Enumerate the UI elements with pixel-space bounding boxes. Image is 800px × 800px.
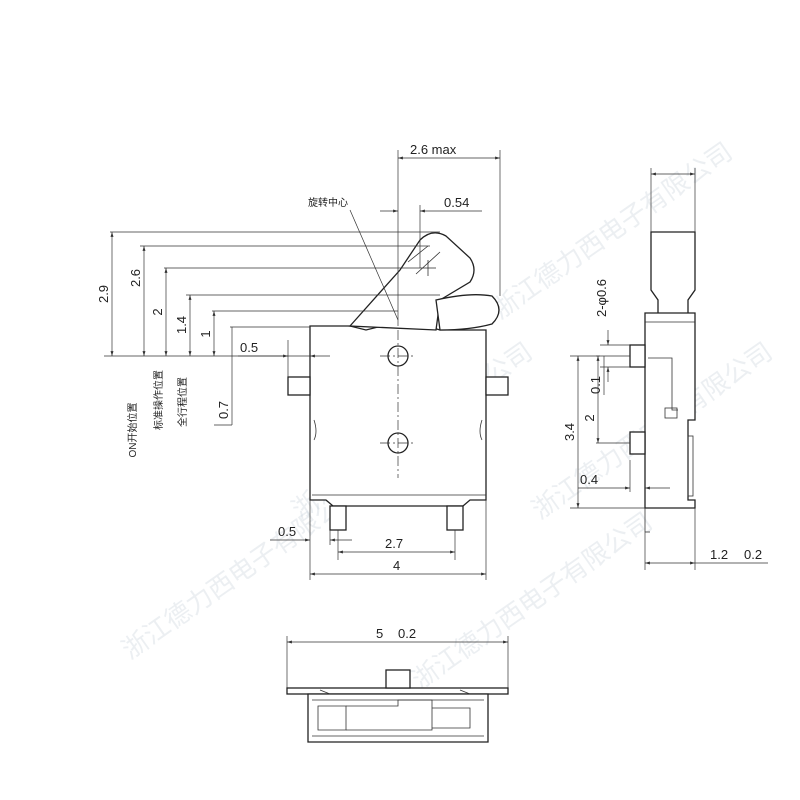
- side-view: 2-φ0.6 0.1 2 3.4 0.4 1.2 0.2: [562, 168, 768, 570]
- dim-hole: 2-φ0.6: [594, 279, 609, 317]
- label-on-start: ON开始位置: [126, 403, 139, 458]
- bottom-view: 5 0.2: [286, 626, 509, 743]
- base-plate: [286, 687, 509, 695]
- dim-height-on: 2.9: [96, 285, 111, 303]
- dim-bottom-width: 5: [376, 626, 383, 641]
- side-stem: [650, 231, 696, 321]
- svg-text:浙江德力西电子有限公司: 浙江德力西电子有限公司: [407, 507, 658, 696]
- dim-gap-2: 2: [582, 414, 597, 421]
- dim-height-std: 2.6: [128, 269, 143, 287]
- dim-pin-pitch: 2.7: [385, 536, 403, 551]
- dim-bottom-tol: 0.2: [398, 626, 416, 641]
- dim-height-3-4: 3.4: [562, 423, 577, 441]
- svg-text:浙江德力西电子有限公司: 浙江德力西电子有限公司: [487, 137, 738, 326]
- dim-height-1: 1: [198, 330, 213, 337]
- dim-gap-0-1: 0.1: [588, 376, 603, 394]
- actuator-tip: [435, 294, 500, 331]
- pin-right: [446, 505, 464, 531]
- dim-height-1-4: 1.4: [174, 316, 189, 334]
- dim-pivot-offset: 0.54: [444, 195, 469, 210]
- dim-height-full: 2: [150, 308, 165, 315]
- dim-thickness: 1.2: [710, 547, 728, 562]
- dim-offset-0-5: 0.5: [240, 340, 258, 355]
- dim-offset-0-4: 0.4: [580, 472, 598, 487]
- dim-thickness-tol: 0.2: [744, 547, 762, 562]
- dim-top-width: 2.6 max: [410, 142, 457, 157]
- left-tab: [287, 376, 311, 396]
- dim-offset-0-7: 0.7: [216, 401, 231, 419]
- pivot-label: 旋转中心: [308, 196, 348, 209]
- label-full-travel: 全行程位置: [176, 377, 189, 427]
- pin-left: [329, 505, 347, 531]
- front-view: 2.6 max 0.54 旋转中心 2.9 2.6 2 1.4 1: [96, 142, 509, 580]
- dim-body-width: 4: [393, 558, 400, 573]
- actuator-lever: [348, 232, 475, 331]
- actuator-top: [385, 669, 411, 689]
- right-tab: [485, 376, 509, 396]
- label-standard: 标准操作位置: [152, 370, 165, 430]
- dim-pin-offset: 0.5: [278, 524, 296, 539]
- side-body: [644, 312, 696, 509]
